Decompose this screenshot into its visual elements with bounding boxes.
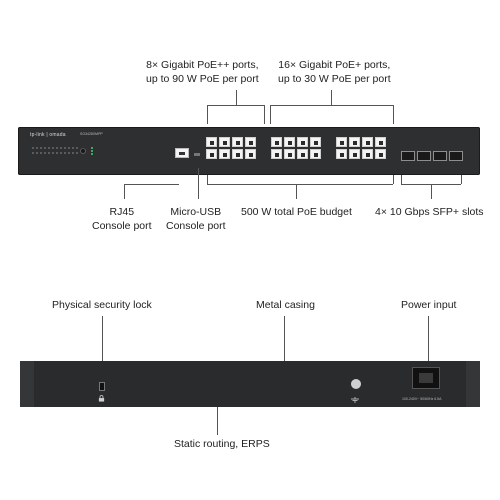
metal-casing-pointer [284, 316, 285, 361]
security-lock-pointer [102, 316, 103, 381]
poe-plus-plus-ports [206, 137, 256, 159]
switch-front-panel: tp-link | omada SG3428XMPP [18, 127, 480, 175]
ethernet-port[interactable] [206, 149, 217, 159]
ethernet-port[interactable] [349, 137, 360, 147]
ethernet-port[interactable] [271, 137, 282, 147]
poe-budget-label: 500 W total PoE budget [241, 206, 352, 218]
rj45-pointer [124, 184, 125, 199]
bracket-tick [393, 105, 394, 124]
poe-plus-label: 16× Gigabit PoE+ ports, up to 30 W PoE p… [278, 59, 391, 85]
rj45-console-port[interactable] [175, 148, 189, 158]
poe-plus-ports-b [336, 137, 386, 159]
poe-plus-stem [331, 90, 332, 105]
bracket-tick [461, 175, 462, 184]
micro-usb-console-port[interactable] [194, 153, 200, 156]
status-leds [32, 147, 93, 155]
ethernet-port[interactable] [284, 137, 295, 147]
ethernet-port[interactable] [336, 137, 347, 147]
ethernet-port[interactable] [219, 149, 230, 159]
poe-budget-stem [296, 184, 297, 199]
bracket-tick [264, 105, 265, 124]
security-lock-label: Physical security lock [52, 299, 152, 311]
poe-plus-ports-a [271, 137, 321, 159]
sfp-slot[interactable] [417, 151, 431, 161]
rj45-label: RJ45 Console port [92, 206, 152, 232]
bracket-tick [401, 175, 402, 184]
ethernet-port[interactable] [206, 137, 217, 147]
rear-left-edge [20, 361, 34, 407]
power-socket-inner [419, 373, 433, 383]
security-lock-slot[interactable] [99, 382, 105, 391]
power-rating: 100-240V~ 50/60Hz 6.5A [402, 397, 442, 401]
ethernet-port[interactable] [297, 137, 308, 147]
ground-screw[interactable] [351, 379, 361, 389]
poe-plus-bracket [270, 105, 393, 106]
ground-icon [351, 397, 359, 403]
static-routing-label: Static routing, ERPS [174, 438, 270, 450]
poe-plus-plus-stem [236, 90, 237, 105]
power-socket-icon[interactable] [412, 367, 440, 389]
micro-usb-label: Micro-USB Console port [166, 206, 226, 232]
ethernet-port[interactable] [375, 137, 386, 147]
sfp-stem [431, 184, 432, 199]
sfp-slot[interactable] [449, 151, 463, 161]
switch-rear-panel: 100-240V~ 50/60Hz 6.5A [20, 361, 480, 407]
static-routing-pointer [217, 407, 218, 435]
ethernet-port[interactable] [375, 149, 386, 159]
sfp-label: 4× 10 Gbps SFP+ slots [375, 206, 484, 218]
ethernet-port[interactable] [245, 149, 256, 159]
ethernet-port[interactable] [336, 149, 347, 159]
ethernet-port[interactable] [362, 149, 373, 159]
ethernet-port[interactable] [219, 137, 230, 147]
bracket-tick [207, 175, 208, 184]
ethernet-port[interactable] [362, 137, 373, 147]
ethernet-port[interactable] [284, 149, 295, 159]
poe-budget-bracket [207, 184, 393, 185]
sfp-slot[interactable] [401, 151, 415, 161]
power-input-pointer [428, 316, 429, 366]
metal-casing-label: Metal casing [256, 299, 315, 311]
ethernet-port[interactable] [310, 137, 321, 147]
micro-usb-pointer [198, 168, 199, 199]
ethernet-port[interactable] [232, 137, 243, 147]
ethernet-port[interactable] [271, 149, 282, 159]
brand-logo: tp-link | omada [30, 132, 66, 138]
lock-icon [98, 395, 105, 402]
bracket-tick [393, 175, 394, 184]
sfp-slot[interactable] [433, 151, 447, 161]
model-name: SG3428XMPP [80, 132, 103, 136]
ethernet-port[interactable] [297, 149, 308, 159]
poe-plus-plus-bracket [207, 105, 264, 106]
ethernet-port[interactable] [232, 149, 243, 159]
ethernet-port[interactable] [349, 149, 360, 159]
poe-plus-plus-label: 8× Gigabit PoE++ ports, up to 90 W PoE p… [146, 59, 259, 85]
rear-right-edge [466, 361, 480, 407]
bracket-tick [207, 105, 208, 124]
power-input-label: Power input [401, 299, 457, 311]
bracket-tick [270, 105, 271, 124]
rj45-bracket [124, 184, 179, 185]
ethernet-port[interactable] [310, 149, 321, 159]
ethernet-port[interactable] [245, 137, 256, 147]
